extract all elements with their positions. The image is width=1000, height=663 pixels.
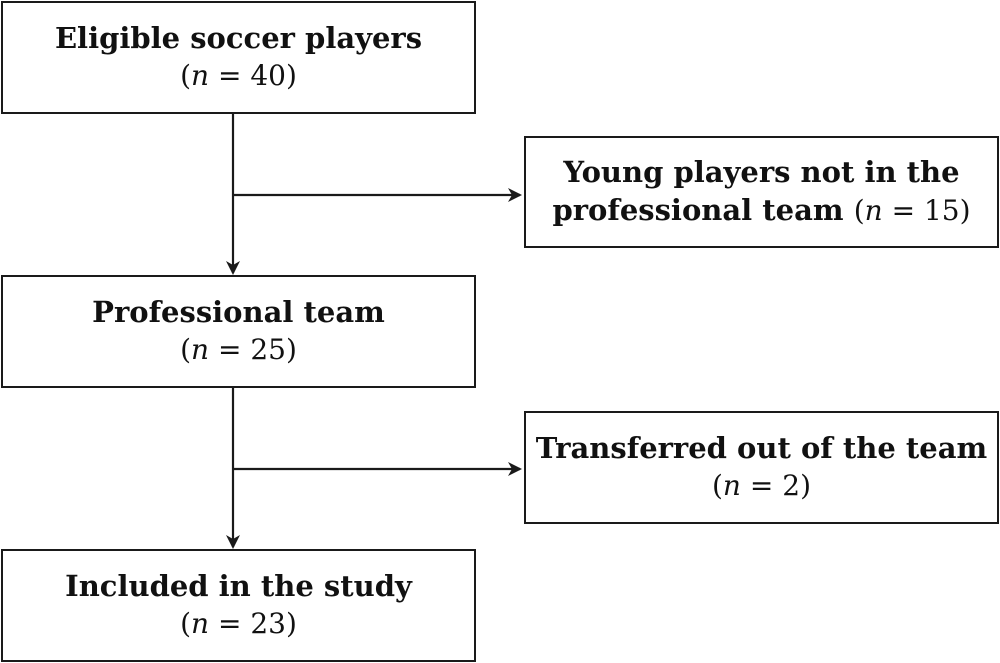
included-in-study-count: (n = 23) [180,607,297,641]
young-players-box: Young players not in the professional te… [524,136,999,248]
transferred-out-count: (n = 2) [711,469,811,503]
eligible-players-title: Eligible soccer players [54,21,423,56]
included-in-study-title: Included in the study [65,569,412,604]
professional-team-box: Professional team (n = 25) [1,275,476,388]
young-players-title-line1: Young players not in the [563,155,960,190]
professional-team-title: Professional team [92,295,385,330]
professional-team-count: (n = 25) [180,333,297,367]
eligible-players-box: Eligible soccer players (n = 40) [1,1,476,114]
transferred-out-title: Transferred out of the team [535,431,988,466]
transferred-out-box: Transferred out of the team (n = 2) [524,411,999,524]
eligible-players-count: (n = 40) [180,59,297,93]
young-players-title-line2: professional team (n = 15) [552,193,971,227]
included-in-study-box: Included in the study (n = 23) [1,549,476,662]
